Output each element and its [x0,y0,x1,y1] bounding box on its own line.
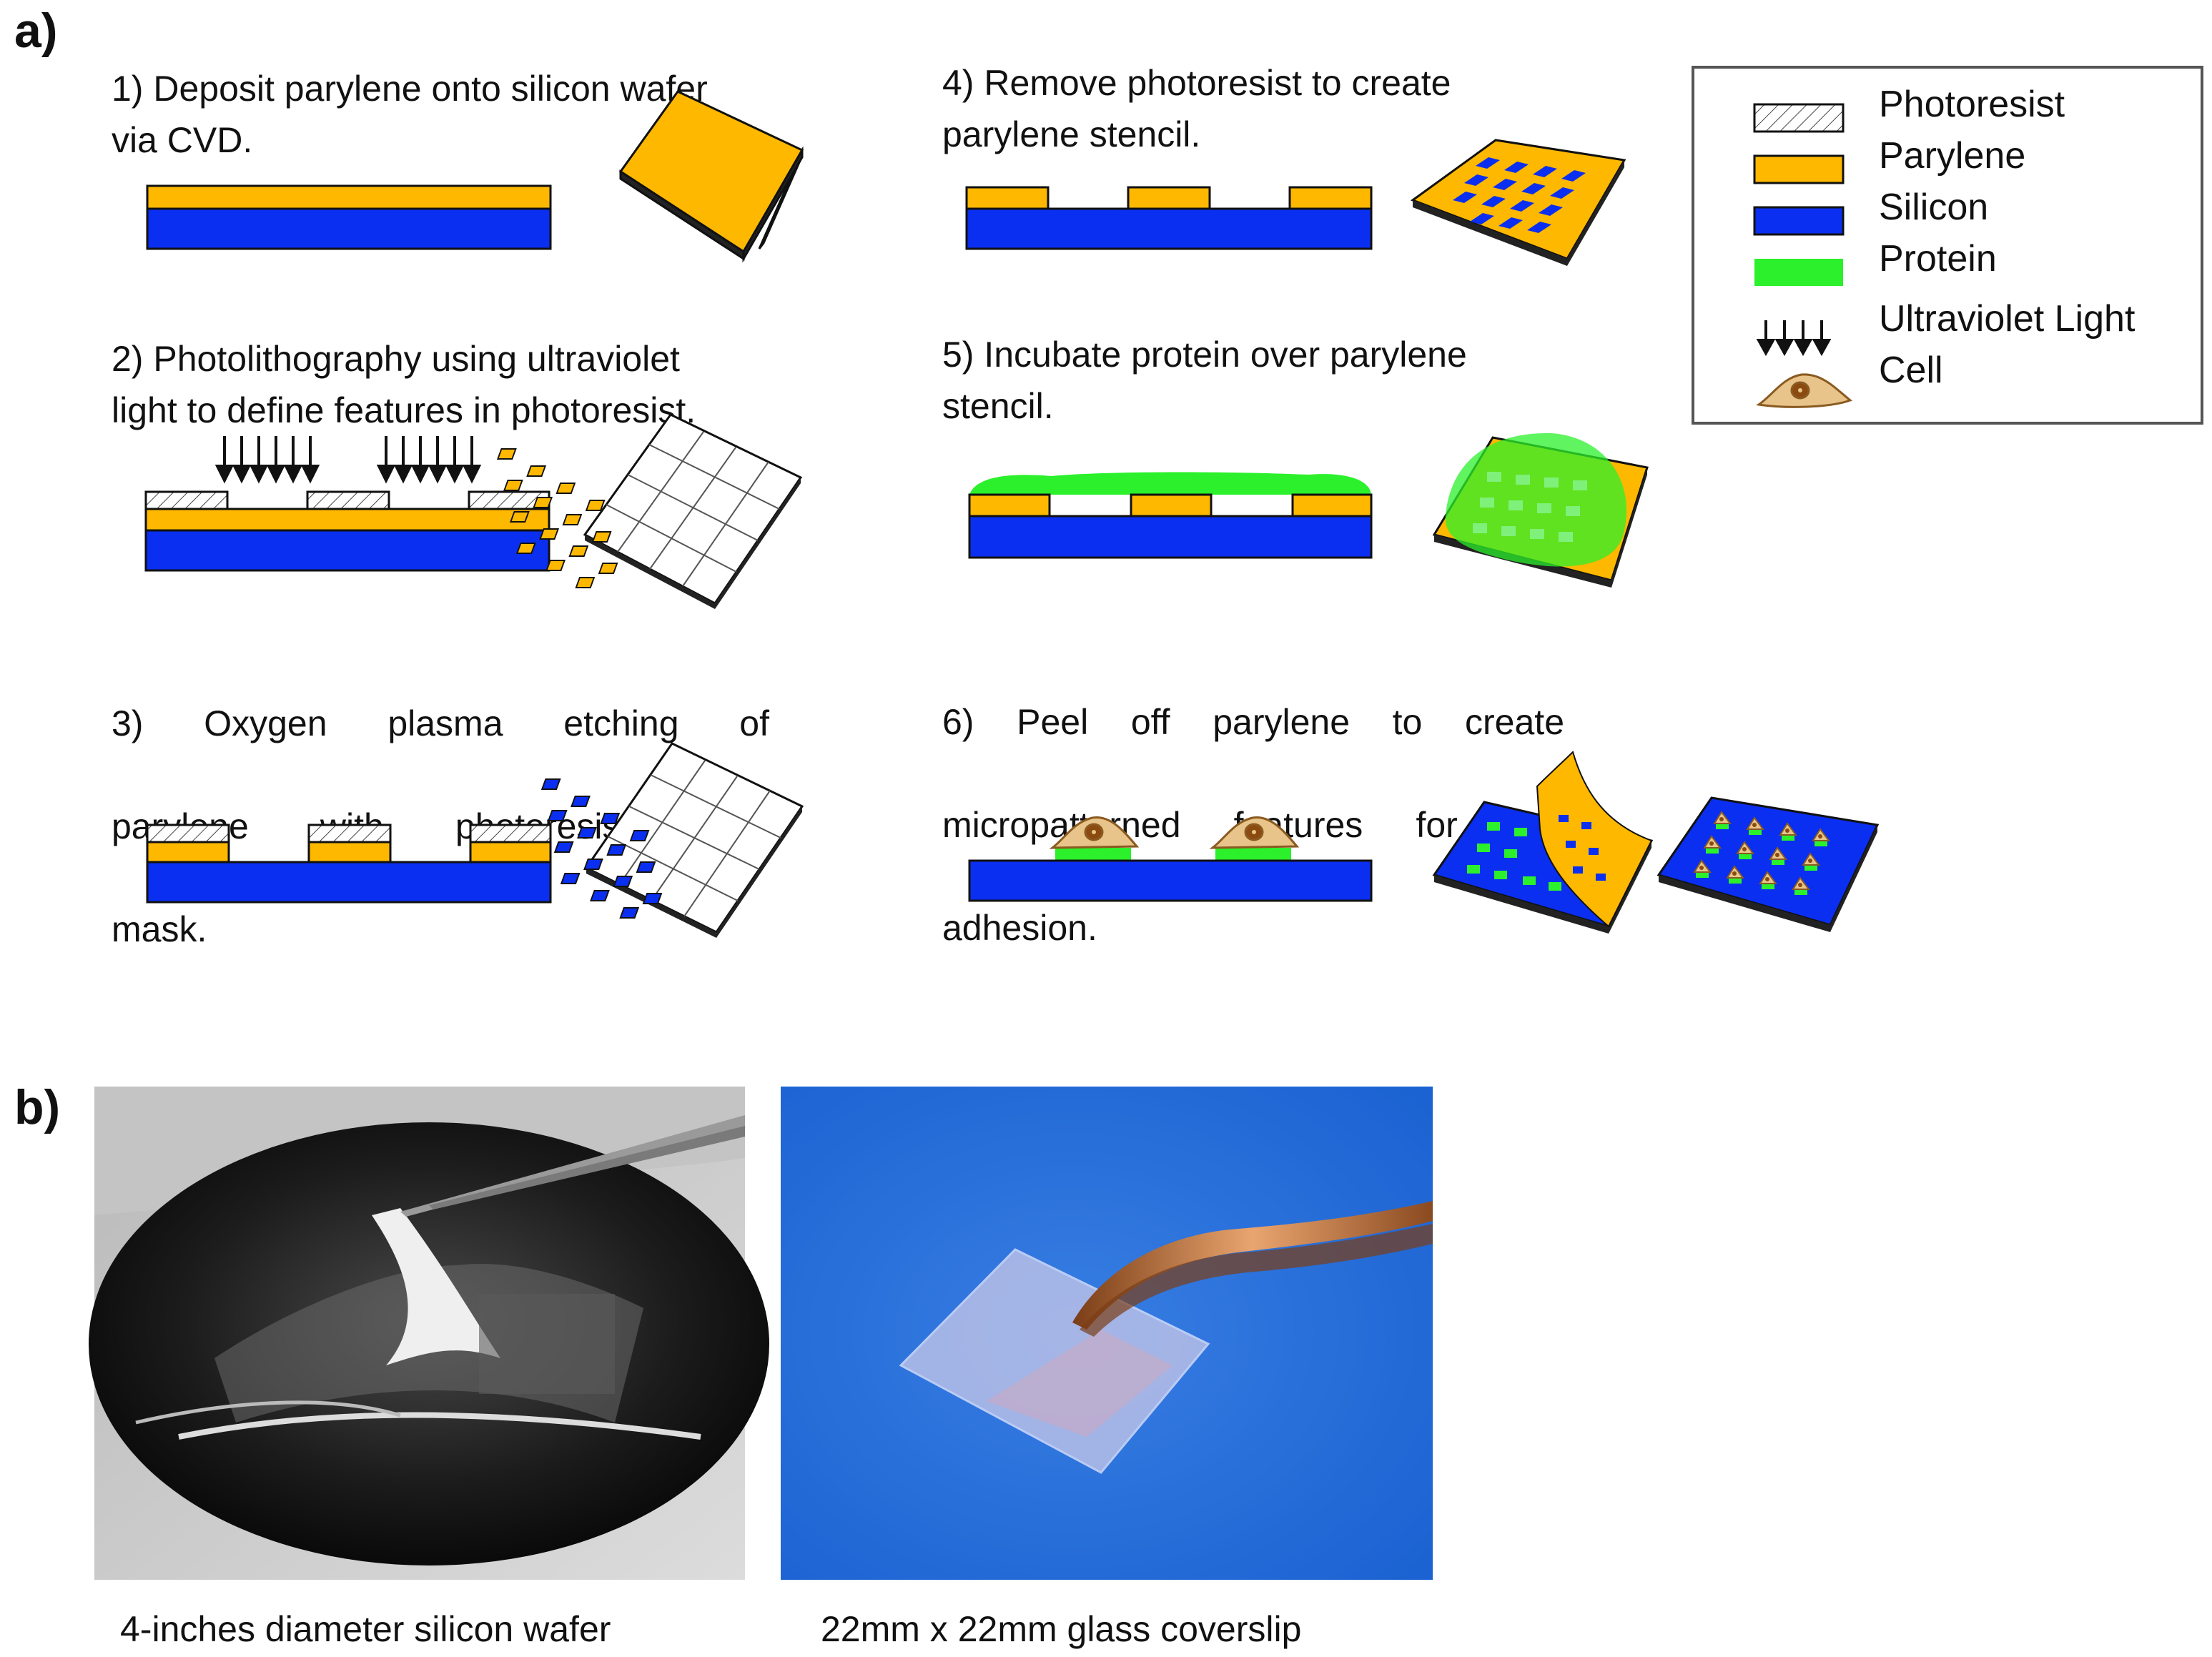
panel-b-label: b) [14,1080,61,1134]
step-6-text: 6) Peel off parylene to create micropatt… [942,645,1564,1005]
silicon-layer [968,859,1373,902]
step-6-isometric-cells [1656,796,1880,932]
step-2-isometric-grid [496,413,803,609]
step-2-cross-section [144,490,550,572]
tweezers [1072,1201,1433,1330]
legend-label-cell: Cell [1879,350,1943,391]
step-6-line-3: adhesion. [942,908,1097,948]
legend-label-silicon: Silicon [1879,187,1989,228]
protein-squares [1467,822,1561,891]
step-3-line-1: 3) Oxygen plasma etching of [112,703,769,743]
legend: Photoresist Parylene Silicon Protein Ult… [1692,66,2203,425]
step-1-text: 1) Deposit parylene onto silicon wafer v… [112,69,708,160]
parylene-squares [496,448,618,588]
silicon-swatch-icon [1753,206,1845,236]
step-3-isometric-grid [540,742,804,938]
legend-label-parylene: Parylene [1879,135,2026,177]
step-3-cross-section [146,823,552,904]
legend-swatches [1753,103,1845,286]
photo-silicon-wafer [89,1087,769,1580]
step-1-cross-section [146,184,552,250]
parylene-layer [146,184,552,210]
panel-a-label: a) [14,4,58,58]
photoresist-block [144,490,229,510]
step-4-cross-section [965,186,1373,250]
uv-arrows-icon [214,436,482,484]
photoresist-block [306,490,390,510]
protein-blob [1445,432,1627,567]
step-4-text: 4) Remove photoresist to create parylene… [942,63,1451,154]
peeling-parylene [1536,751,1653,928]
step-4-isometric-stencil [1410,139,1626,266]
cell-icon [1209,816,1300,849]
protein-patch [1215,848,1291,861]
step-1-isometric-wafer [618,90,804,263]
parylene-swatch-icon [1753,154,1845,184]
silicon-layer [146,207,552,250]
step-6-cross-section [968,816,1373,902]
hatched-swatch-icon [1753,103,1845,133]
step-6-line-1: 6) Peel off parylene to create [942,702,1564,742]
step-3-line-3: mask. [112,909,207,949]
photo-2-caption: 22mm x 22mm glass coverslip [821,1609,1302,1649]
legend-label-protein: Protein [1879,238,1997,280]
step-6-isometric-peel [1432,751,1654,934]
step-5-cross-section [968,472,1373,559]
silicon-layer [144,529,550,572]
parylene-layer [144,508,550,532]
photo-glass-coverslip [781,1087,1433,1580]
legend-cell-icon [1756,373,1853,408]
coverslip [899,1248,1210,1474]
protein-swatch-icon [1754,259,1843,286]
step-5-isometric-protein [1432,432,1649,588]
peeled-film-reflection [372,1208,500,1365]
silicon-squares [540,778,663,919]
protein-squares [1473,472,1587,542]
legend-label-uv: Ultraviolet Light [1879,298,2136,340]
step-5-text: 5) Incubate protein over parylene stenci… [942,335,1467,426]
protein-patch [1055,848,1131,861]
photo-1-caption: 4-inches diameter silicon wafer [120,1609,611,1649]
legend-uv-arrows-icon [1756,320,1832,357]
cell-icon [1049,816,1140,849]
stencil-holes [1453,157,1586,233]
legend-label-photoresist: Photoresist [1879,84,2065,125]
